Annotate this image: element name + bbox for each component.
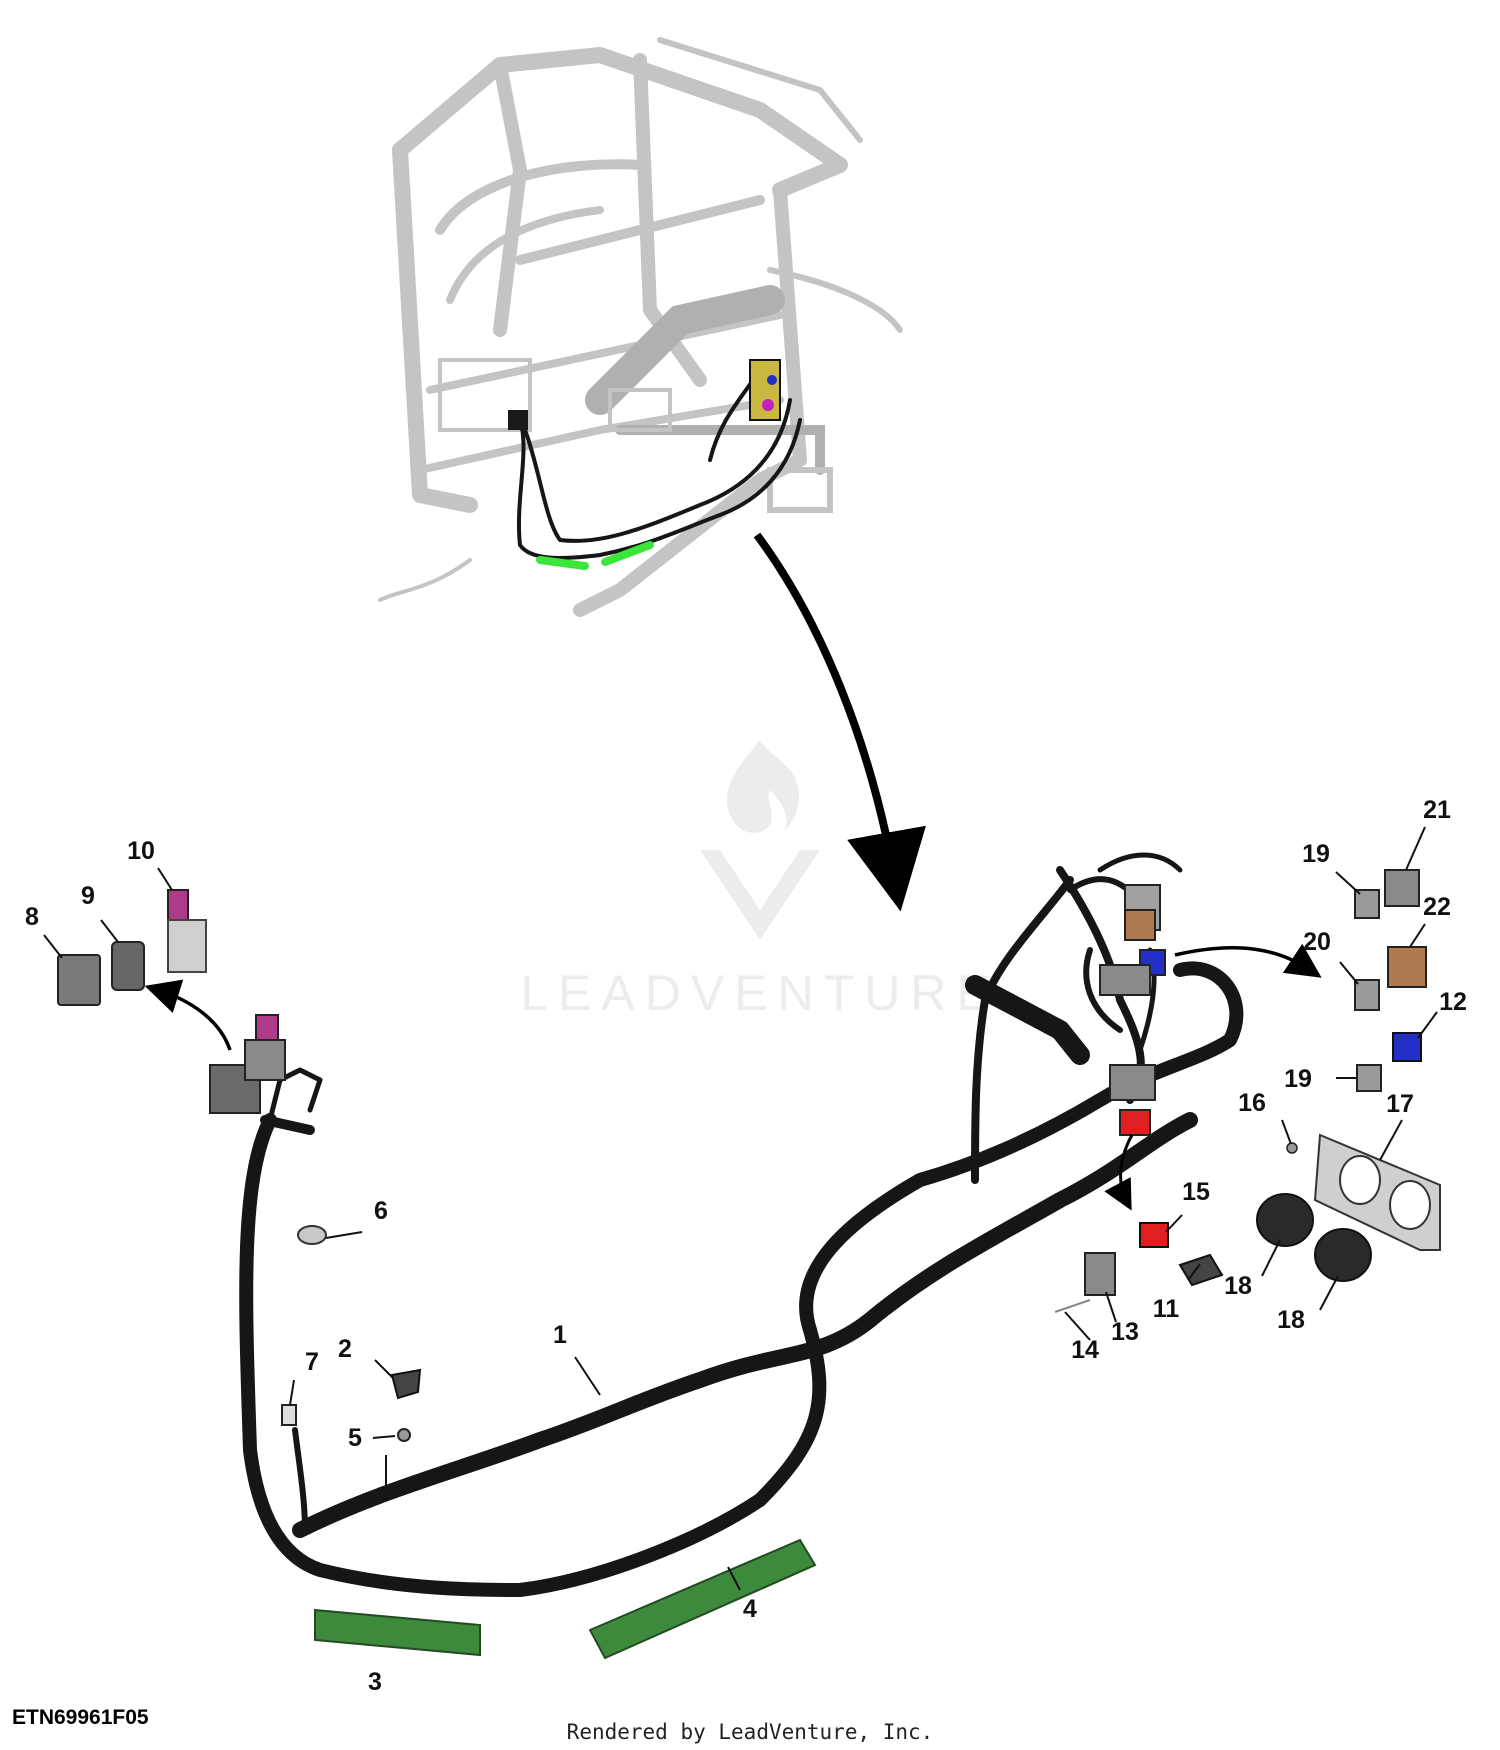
- callout-7: 7: [305, 1348, 319, 1376]
- render-credit: Rendered by LeadVenture, Inc.: [566, 1720, 934, 1744]
- cab-icon: [378, 37, 903, 617]
- main-harness: [209, 852, 1244, 1597]
- callout-3: 3: [368, 1668, 382, 1696]
- callouts: 1 2 3 4 5 6 7 8 9 10 11 12 13 14 15 16 1…: [25, 796, 1467, 1696]
- callout-2: 2: [338, 1335, 352, 1363]
- part-15-connector: [1139, 1222, 1169, 1248]
- callout-8: 8: [25, 903, 39, 931]
- part-16-screw: [1286, 1142, 1298, 1154]
- part-22-connector: [1387, 946, 1427, 988]
- part-5-nut: [397, 1428, 411, 1442]
- part-20-clip: [1354, 979, 1380, 1011]
- callout-19b: 19: [1284, 1065, 1312, 1093]
- callout-12: 12: [1439, 988, 1467, 1016]
- callout-21: 21: [1423, 796, 1451, 824]
- arrow-icon: [144, 979, 232, 1051]
- callout-16: 16: [1238, 1089, 1266, 1117]
- part-7-clamp: [281, 1404, 297, 1426]
- callout-11: 11: [1153, 1295, 1180, 1323]
- figure-id: ETN69961F05: [12, 1706, 149, 1729]
- callout-18b: 18: [1277, 1306, 1305, 1334]
- callout-9: 9: [81, 882, 95, 910]
- part-11-connector: [1178, 1253, 1224, 1287]
- part-8-connector: [57, 954, 101, 1006]
- arrow-icon: [1174, 943, 1322, 978]
- part-12-connector: [1392, 1032, 1422, 1062]
- callout-14: 14: [1071, 1336, 1099, 1364]
- watermark-text: LEADVENTURE: [520, 965, 1000, 1021]
- leader-lines: [43, 826, 1438, 1591]
- part-6-clip: [297, 1225, 327, 1245]
- callout-5: 5: [348, 1424, 362, 1452]
- part-9-connector: [111, 941, 145, 991]
- part-10-connector: [167, 889, 207, 973]
- part-19-clip: [1356, 1064, 1382, 1092]
- part-17-plate: [1313, 1133, 1441, 1251]
- part-18-grommet: [1256, 1193, 1314, 1247]
- callout-20: 20: [1303, 928, 1331, 956]
- callout-19: 19: [1302, 840, 1330, 868]
- callout-17: 17: [1386, 1090, 1414, 1118]
- callout-1: 1: [553, 1321, 567, 1349]
- part-3-trough: [314, 1608, 481, 1657]
- arrow-icon: [1104, 1134, 1134, 1211]
- part-19-clip: [1354, 889, 1380, 919]
- callout-13: 13: [1111, 1318, 1139, 1346]
- callout-22: 22: [1423, 893, 1451, 921]
- part-13-connector: [1084, 1252, 1116, 1296]
- callout-10: 10: [127, 837, 155, 865]
- callout-4: 4: [743, 1595, 757, 1623]
- callout-15: 15: [1182, 1178, 1210, 1206]
- cab-harness: [508, 359, 802, 570]
- part-18-grommet: [1314, 1228, 1372, 1282]
- callout-18: 18: [1224, 1272, 1252, 1300]
- arrow-icon: [753, 532, 926, 912]
- part-21-connector: [1384, 869, 1420, 907]
- watermark: LEADVENTURE: [520, 740, 1000, 1021]
- flame-logo-icon: [700, 740, 820, 940]
- part-14-pin: [1054, 1299, 1091, 1313]
- part-2-bracket: [390, 1368, 422, 1400]
- callout-6: 6: [374, 1197, 388, 1225]
